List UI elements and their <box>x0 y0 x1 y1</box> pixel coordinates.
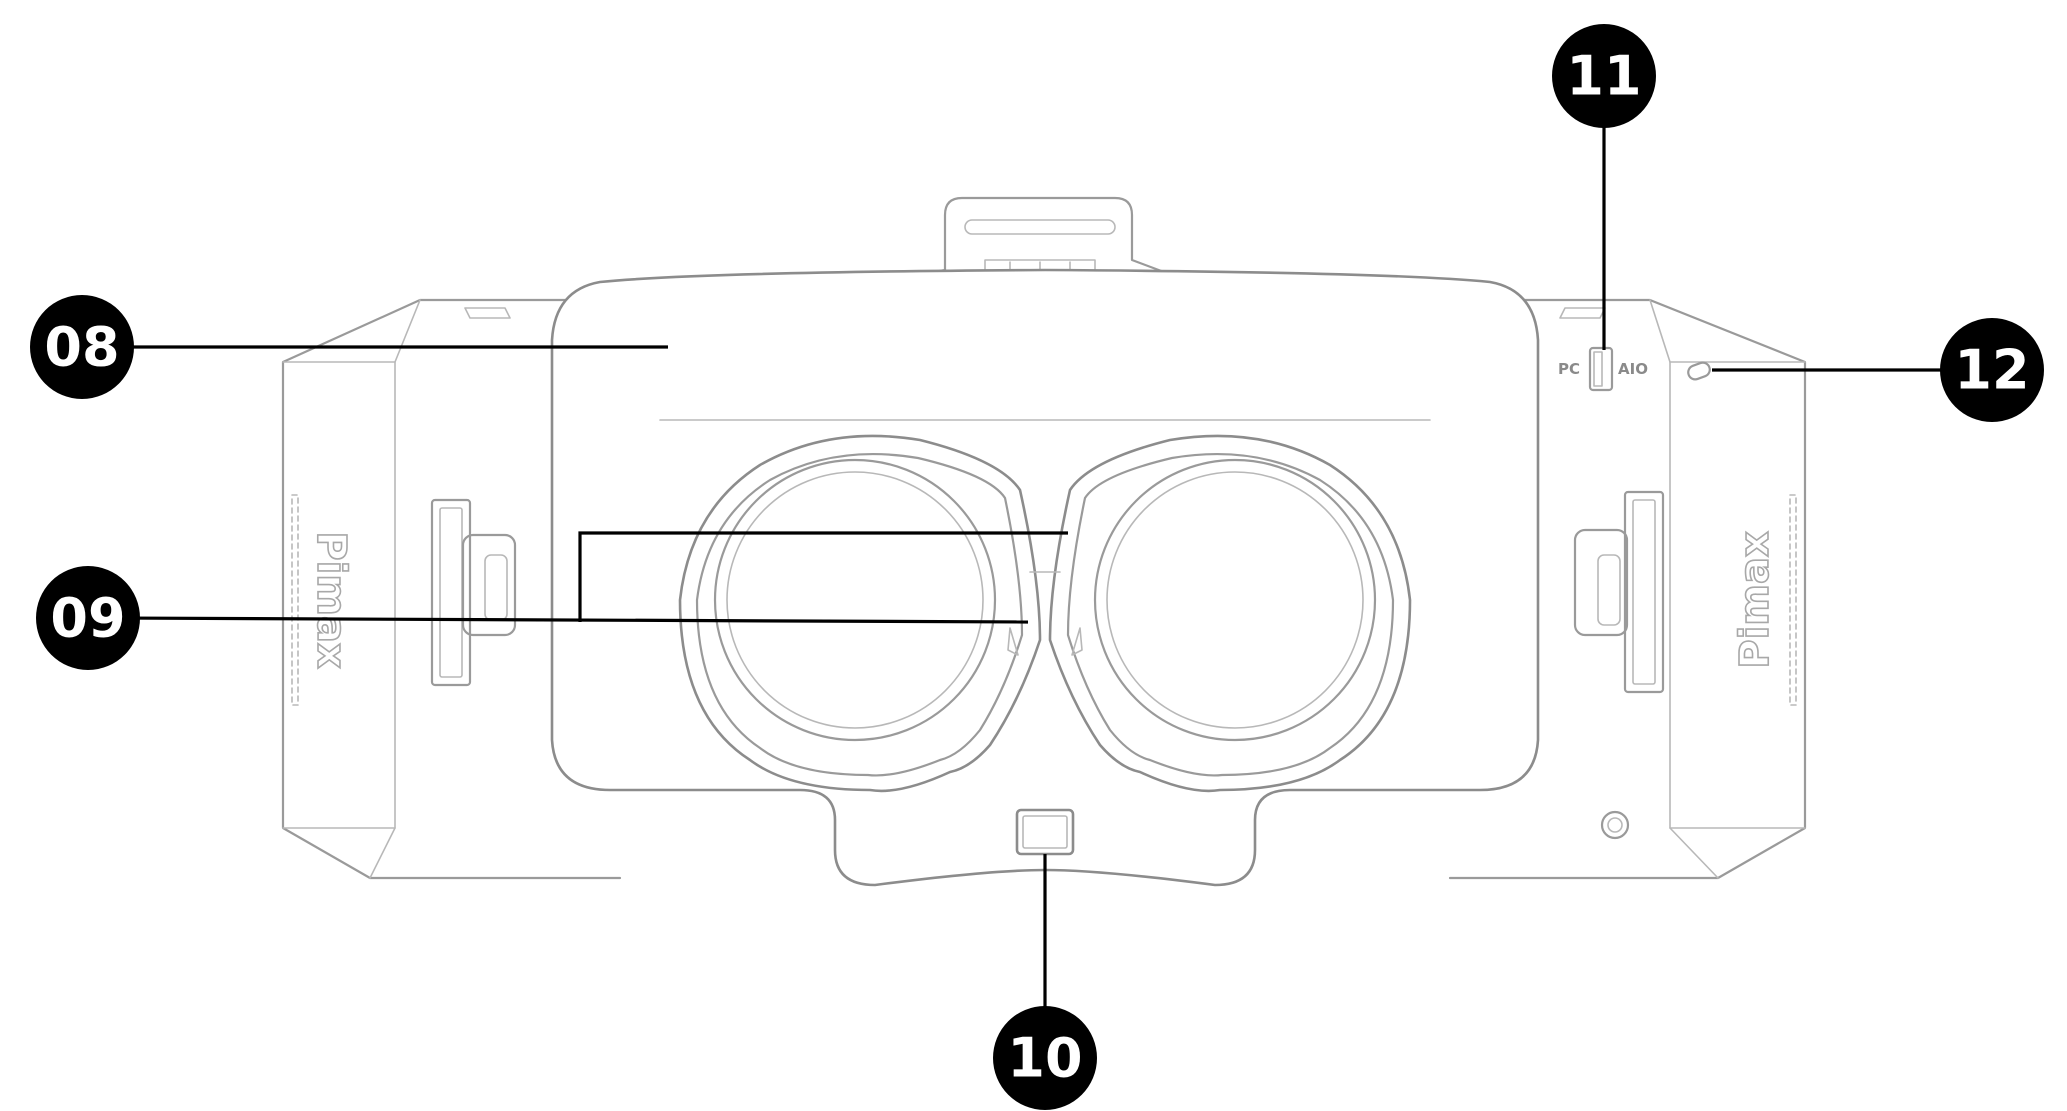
brand-left: Pimax <box>308 531 354 669</box>
right-lens-frame <box>1048 434 1412 793</box>
callout-09-label: 09 <box>50 587 125 650</box>
left-vent-strip <box>291 494 299 706</box>
proximity-sensor <box>1015 808 1075 856</box>
left-lens <box>713 458 997 742</box>
leader-09-upper <box>578 531 1068 622</box>
brand-right: Pimax <box>1732 531 1778 669</box>
left-lens-frame <box>678 434 1042 793</box>
callout-11: 11 <box>1552 24 1656 128</box>
callout-11-label: 11 <box>1566 45 1641 108</box>
right-vent-strip <box>1789 494 1797 706</box>
leader-09-lower <box>111 616 1029 624</box>
callout-12-label: 12 <box>1954 339 2029 402</box>
callout-09: 09 <box>36 566 140 670</box>
indicator-light <box>1687 361 1711 381</box>
power-button <box>1600 810 1630 840</box>
callout-12: 12 <box>1940 318 2044 422</box>
callout-10: 10 <box>993 1006 1097 1110</box>
callout-08: 08 <box>30 295 134 399</box>
pc-aio-switch: PC AIO <box>1558 346 1648 392</box>
right-lens <box>1093 458 1377 742</box>
callout-08-label: 08 <box>44 316 119 379</box>
lens-pair <box>678 434 1412 793</box>
callout-10-label: 10 <box>1007 1027 1082 1090</box>
switch-label-aio: AIO <box>1618 360 1648 378</box>
switch-label-pc: PC <box>1558 360 1580 378</box>
